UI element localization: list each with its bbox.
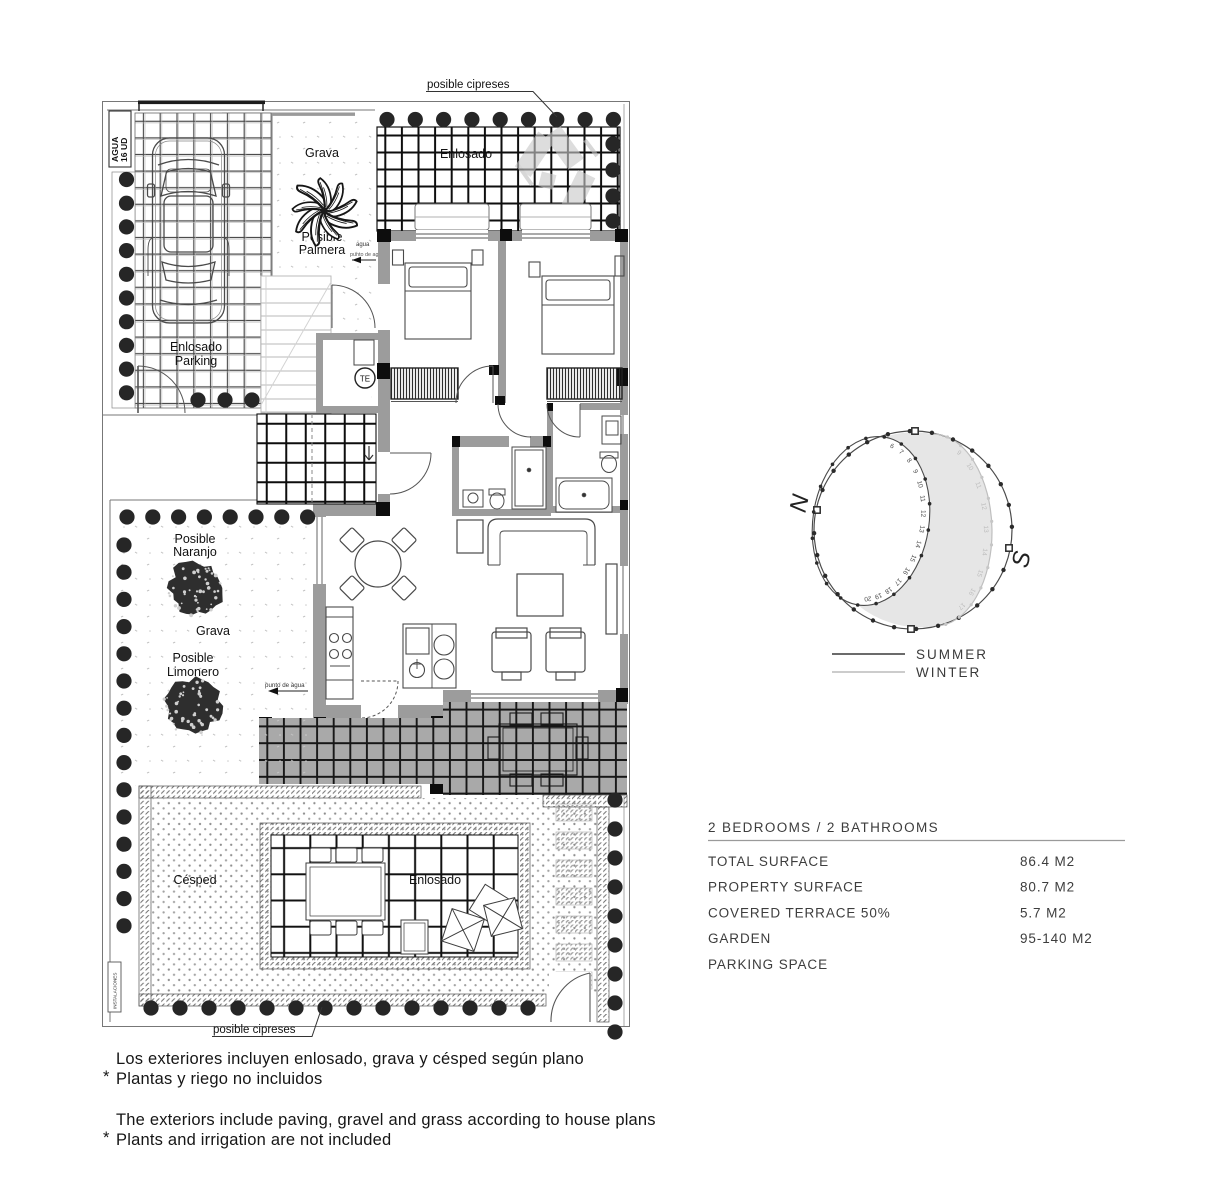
svg-text:95-140 M2: 95-140 M2 [1020, 931, 1093, 946]
svg-text:13: 13 [982, 525, 989, 533]
svg-text:Grava: Grava [196, 624, 230, 638]
svg-text:Limonero: Limonero [167, 665, 219, 679]
svg-text:10: 10 [915, 480, 924, 489]
svg-text:14: 14 [980, 548, 988, 557]
svg-text:15: 15 [975, 569, 984, 578]
svg-text:agua: agua [356, 242, 370, 248]
svg-text:14: 14 [913, 540, 922, 549]
svg-text:15: 15 [908, 553, 918, 563]
svg-text:16: 16 [901, 566, 911, 576]
svg-text:The exteriors include paving,: The exteriors include paving, gravel and… [116, 1111, 656, 1129]
svg-text:punto de agua: punto de agua [265, 682, 305, 689]
svg-text:Enlosado: Enlosado [170, 340, 222, 354]
svg-text:punto de agua: punto de agua [350, 252, 384, 258]
svg-text:S: S [1007, 549, 1037, 570]
svg-text:17: 17 [956, 601, 966, 611]
svg-text:posible cipreses: posible cipreses [213, 1024, 296, 1036]
svg-text:PROPERTY SURFACE: PROPERTY SURFACE [708, 880, 864, 895]
svg-text:*: * [103, 1068, 110, 1086]
svg-text:Césped: Césped [173, 873, 216, 887]
svg-text:9: 9 [955, 449, 963, 457]
svg-text:5.7 M2: 5.7 M2 [1020, 905, 1067, 920]
svg-text:86.4 M2: 86.4 M2 [1020, 854, 1075, 869]
svg-text:WINTER: WINTER [916, 665, 981, 680]
svg-text:Plantas y riego no incluidos: Plantas y riego no incluidos [116, 1070, 322, 1088]
svg-text:AGUA: AGUA [110, 137, 120, 162]
svg-text:12: 12 [979, 502, 987, 511]
svg-text:INSTALACIONES: INSTALACIONES [113, 973, 118, 1009]
svg-text:COVERED TERRACE 50%: COVERED TERRACE 50% [708, 905, 891, 920]
svg-text:13: 13 [917, 525, 925, 534]
svg-text:19: 19 [873, 591, 883, 600]
svg-text:N: N [785, 492, 815, 515]
svg-text:18: 18 [883, 585, 893, 595]
svg-text:7: 7 [897, 448, 905, 456]
svg-text:posible cipreses: posible cipreses [427, 79, 510, 91]
svg-text:Plants and irrigation are not: Plants and irrigation are not included [116, 1131, 391, 1149]
svg-text:20: 20 [864, 594, 872, 602]
svg-text:9: 9 [911, 468, 919, 475]
svg-text:80.7 M2: 80.7 M2 [1020, 880, 1075, 895]
svg-text:17: 17 [892, 577, 902, 587]
svg-text:TE: TE [360, 375, 370, 384]
svg-text:16: 16 [967, 587, 977, 597]
svg-text:Posible: Posible [173, 651, 214, 665]
svg-text:*: * [103, 1129, 110, 1147]
svg-text:2 BEDROOMS / 2 BATHROOMS: 2 BEDROOMS / 2 BATHROOMS [708, 820, 939, 835]
svg-text:Palmera: Palmera [299, 243, 346, 257]
svg-text:PARKING SPACE: PARKING SPACE [708, 957, 828, 972]
svg-text:SUMMER: SUMMER [916, 647, 988, 662]
svg-text:Grava: Grava [305, 146, 339, 160]
svg-text:8: 8 [905, 457, 913, 464]
svg-text:16 UD: 16 UD [119, 138, 129, 162]
svg-text:Posible: Posible [175, 532, 216, 546]
svg-text:TOTAL SURFACE: TOTAL SURFACE [708, 854, 829, 869]
svg-text:10: 10 [965, 462, 975, 472]
svg-text:Parking: Parking [175, 354, 217, 368]
svg-text:Los exteriores incluyen enlosa: Los exteriores incluyen enlosado, grava … [116, 1050, 584, 1068]
svg-text:GARDEN: GARDEN [708, 931, 771, 946]
svg-text:Enlosado: Enlosado [440, 147, 492, 161]
svg-text:12: 12 [919, 510, 926, 518]
svg-text:11: 11 [918, 495, 926, 503]
svg-text:Naranjo: Naranjo [173, 545, 217, 559]
svg-text:Enlosado: Enlosado [409, 873, 461, 887]
svg-text:11: 11 [973, 481, 982, 490]
svg-text:6: 6 [889, 443, 895, 451]
